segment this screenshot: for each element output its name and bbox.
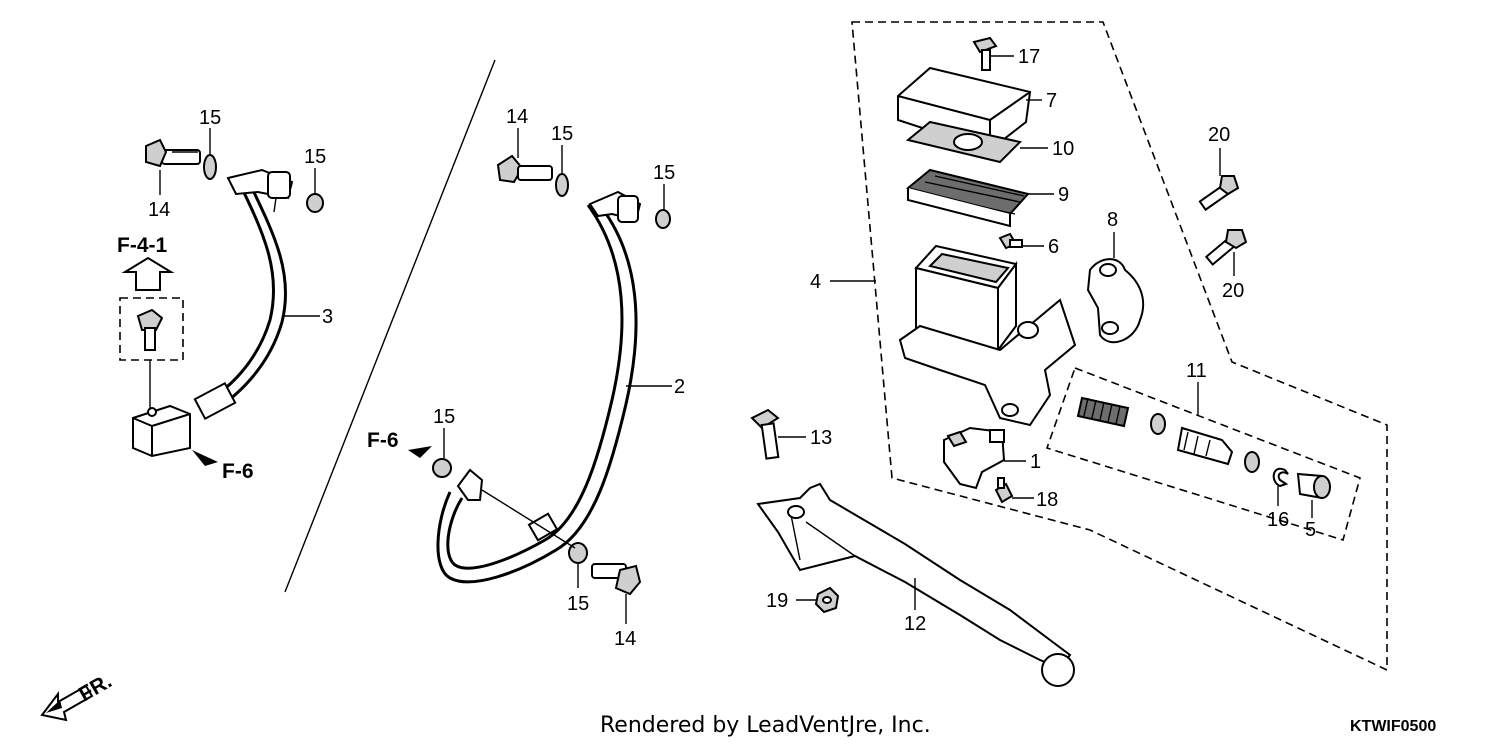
washer-15-left-a	[203, 154, 217, 180]
plate-10	[905, 120, 1022, 164]
banjo-bolt-14-left	[145, 138, 201, 168]
callout-8: 8	[1107, 209, 1118, 231]
reference-f-4-1: F-4-1	[117, 234, 167, 257]
hose-2-assembly	[436, 190, 642, 584]
callout-14: 14	[148, 199, 170, 221]
reference-f-6-left: F-6	[222, 460, 254, 483]
callout-15: 15	[567, 593, 589, 615]
circlip-16	[1272, 467, 1289, 488]
master-cylinder-group-outline	[851, 21, 1388, 672]
hose-3-assembly	[193, 168, 294, 421]
callout-15: 15	[199, 107, 221, 129]
switch-1	[943, 426, 1006, 490]
reference-bolt	[136, 308, 164, 351]
screw-18	[994, 477, 1014, 504]
f6-mid-arrow	[408, 446, 432, 458]
render-credit: Rendered by LeadVentJre, Inc.	[600, 713, 931, 738]
washer-15-mid-c	[432, 458, 452, 478]
reference-bolt-box	[119, 297, 184, 361]
callout-15: 15	[653, 162, 675, 184]
nut-19	[814, 586, 840, 614]
callout-11: 11	[1186, 360, 1207, 382]
front-arrow-icon	[40, 684, 94, 722]
screw-6	[998, 232, 1023, 250]
screw-17	[972, 36, 998, 71]
diaphragm-9	[905, 168, 1030, 228]
up-arrow	[121, 256, 175, 291]
f6-left-arrow	[192, 450, 218, 466]
washer-15-mid-b	[655, 209, 671, 229]
callout-20: 20	[1222, 280, 1244, 302]
divider-line-left	[284, 59, 496, 593]
washer-15-left-b	[306, 193, 324, 213]
callout-13: 13	[810, 427, 832, 449]
lever-12	[756, 482, 1075, 687]
callout-10: 10	[1052, 138, 1074, 160]
bolt-20-b	[1204, 229, 1248, 266]
piston-kit-group-outline	[1045, 366, 1361, 542]
callout-3: 3	[322, 306, 333, 328]
callout-6: 6	[1048, 236, 1059, 258]
callout-1: 1	[1030, 451, 1041, 473]
callout-15: 15	[551, 123, 573, 145]
callout-7: 7	[1046, 90, 1057, 112]
bolt-20-a	[1198, 175, 1240, 212]
callout-16: 16	[1267, 509, 1289, 531]
callout-9: 9	[1058, 184, 1069, 206]
boot-5	[1296, 472, 1332, 500]
joint-block	[132, 404, 191, 458]
callout-12: 12	[904, 613, 926, 635]
callout-4: 4	[810, 271, 821, 293]
hose-axis-line	[481, 489, 576, 549]
callout-14: 14	[506, 106, 528, 128]
holder-8	[1086, 258, 1145, 344]
reference-f-6-mid: F-6	[367, 429, 399, 452]
washer-15-mid-a	[555, 173, 569, 197]
pivot-bolt-13	[750, 408, 780, 460]
callout-19: 19	[766, 590, 788, 612]
piston-kit-11	[1076, 396, 1260, 473]
banjo-bolt-14-mid-bottom	[591, 563, 642, 596]
callout-17: 17	[1018, 46, 1040, 68]
callout-15: 15	[304, 146, 326, 168]
callout-15: 15	[433, 406, 455, 428]
callout-20: 20	[1208, 124, 1230, 146]
diagram-code: KTWIF0500	[1350, 718, 1436, 735]
leader-lines	[159, 55, 1313, 624]
callout-14: 14	[614, 628, 636, 650]
banjo-bolt-14-mid-top	[496, 154, 553, 184]
callout-5: 5	[1305, 519, 1316, 541]
callout-2: 2	[674, 376, 685, 398]
callout-18: 18	[1036, 489, 1058, 511]
master-cylinder-body-4	[898, 244, 1077, 427]
